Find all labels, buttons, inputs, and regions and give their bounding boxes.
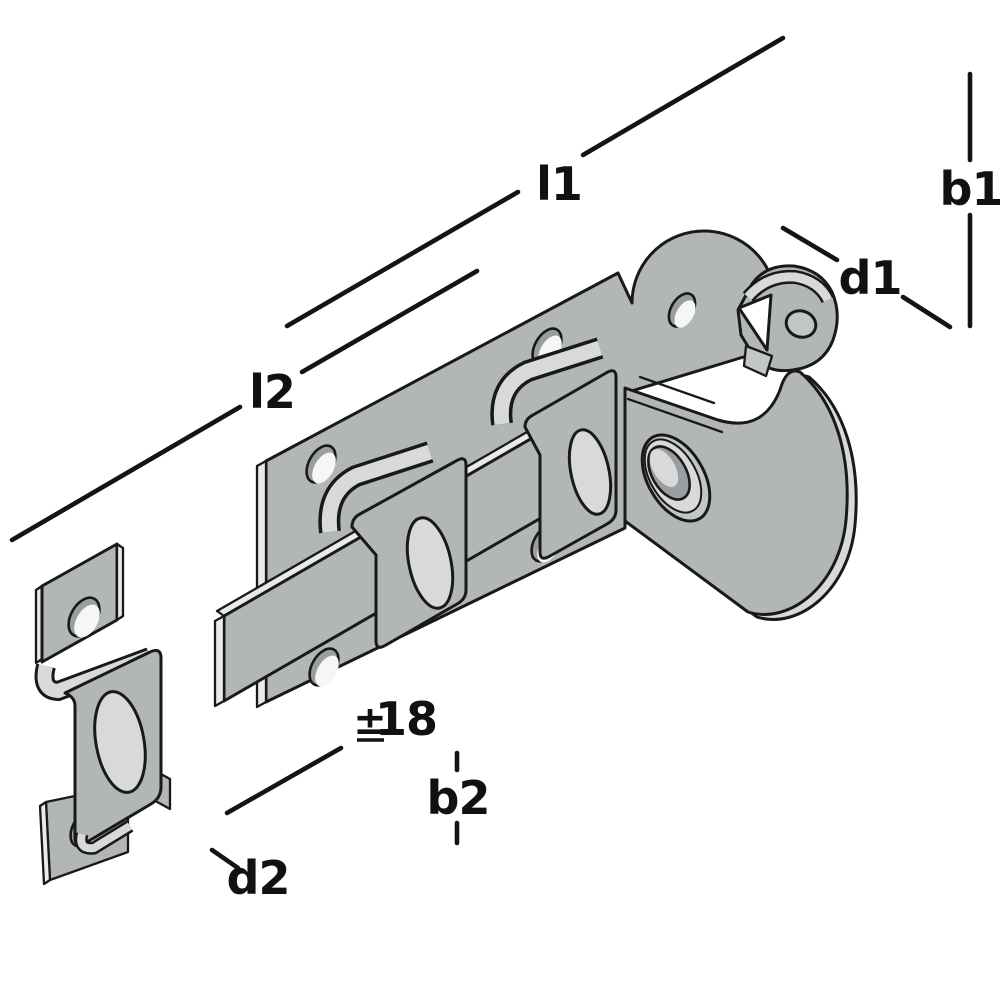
label-l2: l2 [249,365,295,419]
dimension-b2: b2 [427,750,490,846]
hasp-plate [623,369,849,616]
dimension-l2: l2 [9,268,480,543]
padlock-hole-inner [649,449,679,487]
screw-hole [667,292,697,328]
ring-boss [640,433,712,523]
dimension-line-l2-lower [9,404,243,543]
label-d1: d1 [839,251,902,305]
dimension-line-l1-lower [284,189,521,329]
label-d2: d2 [227,851,290,905]
screw-hole [305,444,337,484]
dimension-line-d1-lower [900,294,953,330]
leaf-fold-edge-line [638,375,716,405]
dimension-d2: d2 [209,847,290,905]
label-l1: l1 [536,157,582,211]
hook-band-top [744,272,833,303]
padlock-hook [736,264,839,378]
dimension-l1: l1 [284,35,786,329]
hook-curl-end [784,309,818,339]
label-b1: b1 [940,162,1000,216]
keeper-staple [34,542,172,886]
keeper-bottom-bend [77,822,133,853]
dimension-line-d1-upper [780,225,840,263]
bolt-bar-end-face [213,614,226,708]
keeper-top-tab-right-edge [115,542,125,622]
guide-staple-2 [490,337,618,560]
staple-emboss-oval [567,428,613,516]
dimension-line-l2-upper [299,268,480,375]
label-tolerance-sign: ± [353,698,387,744]
label-b2: b2 [427,771,490,825]
dimension-b1: b1 [940,71,1000,329]
dimension-line-d2 [209,847,241,871]
screw-hole [308,647,340,687]
guide-staple-1 [318,441,468,649]
hook-tongue [742,344,774,378]
keeper-bridge-top [37,650,153,699]
staple-bridge-top [321,444,433,533]
staple-emboss-oval [405,516,455,610]
leader-line-tolerance [224,745,344,816]
dimension-tolerance-18: ± 18 [224,692,438,816]
screw-hole [67,596,101,638]
keeper-emboss-oval [93,690,147,794]
dimension-line-l1-upper [580,35,786,158]
keeper-bottom-tab-left-edge [38,800,52,886]
label-tolerance-value: 18 [375,692,437,746]
hook-opening [737,293,773,352]
staple-bridge-top [493,340,603,425]
dimension-d1: d1 [780,225,953,330]
hasp-plate-top-edge-line [626,397,724,434]
